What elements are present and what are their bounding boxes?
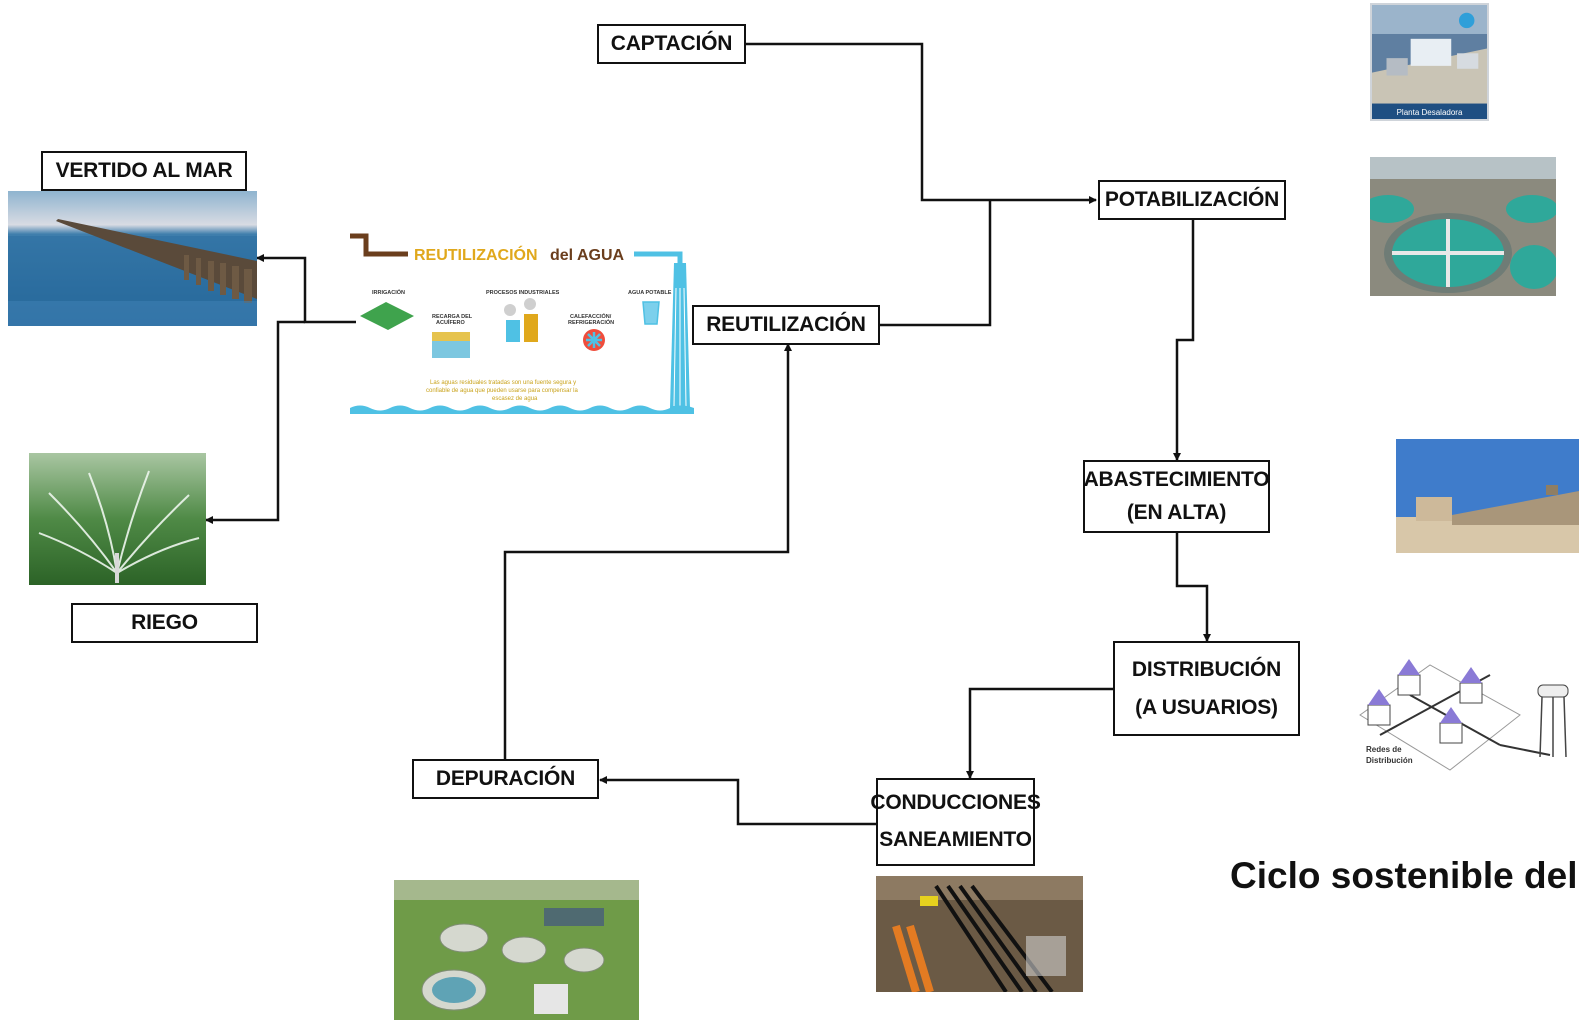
- label-agua-potable: AGUA POTABLE: [628, 290, 672, 296]
- arrow-reutilizacion-vertido: [256, 254, 356, 324]
- irrigation-photo: [29, 453, 206, 585]
- sea-photo: [8, 191, 257, 326]
- heating-cooling-icon: [583, 329, 605, 351]
- arrow-reutilizacion-potabilizacion: [880, 200, 992, 327]
- node-vertido: VERTIDO AL MAR: [41, 151, 247, 191]
- node-abastecimiento: ABASTECIMIENTO (EN ALTA): [1083, 460, 1270, 533]
- label-procesos: PROCESOS INDUSTRIALES: [486, 290, 560, 296]
- label-recarga-2: ACUÍFERO: [436, 318, 465, 326]
- node-distribucion: DISTRIBUCIÓN (A USUARIOS): [1113, 641, 1300, 736]
- water-reuse-infographic: REUTILIZACIÓN del AGUA IRRIGACIÓN PROCES…: [348, 228, 698, 418]
- node-conducciones: CONDUCCIONES SANEAMIENTO: [870, 778, 1041, 866]
- wastewater-plant-photo: [394, 880, 639, 1020]
- label-calefaccion-1: CALEFACCIÓN/: [570, 312, 612, 320]
- arrow-potabilizacion-abastecimiento: [1173, 219, 1195, 461]
- page-title: Ciclo sostenible del: [1230, 855, 1578, 896]
- distribution-network-sketch: Redes de Distribución: [1350, 645, 1579, 775]
- node-reutilizacion: REUTILIZACIÓN: [692, 305, 880, 345]
- node-potabilizacion: POTABILIZACIÓN: [1098, 180, 1286, 220]
- infographic-title-2: del AGUA: [550, 247, 625, 264]
- infographic-title-1: REUTILIZACIÓN: [414, 245, 538, 264]
- arrow-abastecimiento-distribucion: [1175, 533, 1211, 642]
- label-irrigacion: IRRIGACIÓN: [372, 288, 405, 296]
- glass-icon: [642, 301, 660, 325]
- treatment-plant-photo: [1370, 157, 1556, 296]
- caption-line-2: confiable de agua que pueden usarse para…: [426, 388, 578, 394]
- node-abastecimiento-line2: (EN ALTA): [1126, 500, 1227, 524]
- node-distribucion-line1: DISTRIBUCIÓN: [1131, 657, 1282, 681]
- label-recarga-1: RECARGA DEL: [432, 314, 473, 320]
- node-depuracion-label: DEPURACIÓN: [435, 766, 576, 790]
- node-conducciones-line1: CONDUCCIONES: [870, 791, 1041, 815]
- caption-line-3: escasez de agua: [492, 396, 538, 402]
- node-distribucion-line2: (A USUARIOS): [1135, 695, 1278, 719]
- label-calefaccion-2: REFRIGERACIÓN: [568, 318, 614, 326]
- arrow-conducciones-depuracion: [599, 776, 876, 826]
- node-reutilizacion-label: REUTILIZACIÓN: [706, 312, 866, 336]
- desalination-caption: Planta Desaladora: [1396, 108, 1463, 117]
- node-depuracion: DEPURACIÓN: [412, 759, 599, 799]
- sewage-pipes-photo: [876, 876, 1083, 992]
- caption-line-1: Las aguas residuales tratadas son una fu…: [430, 380, 576, 386]
- field-icon: [360, 302, 414, 330]
- factory-icon: [506, 320, 520, 342]
- node-conducciones-line2: SANEAMIENTO: [879, 828, 1032, 851]
- node-vertido-label: VERTIDO AL MAR: [55, 158, 233, 182]
- node-captacion-label: CAPTACIÓN: [610, 31, 733, 55]
- node-riego-label: RIEGO: [131, 610, 198, 634]
- reservoir-photo: [1396, 439, 1579, 553]
- node-abastecimiento-line1: ABASTECIMIENTO: [1083, 467, 1270, 491]
- desalination-plant-photo: Planta Desaladora: [1370, 3, 1489, 121]
- node-riego: RIEGO: [71, 603, 258, 643]
- node-potabilizacion-label: POTABILIZACIÓN: [1104, 187, 1280, 211]
- arrow-depuracion-reutilizacion: [503, 343, 792, 760]
- arrow-distribucion-conducciones: [966, 687, 1113, 779]
- aquifer-icon: [432, 340, 470, 358]
- redes-caption-2: Distribución: [1366, 756, 1413, 765]
- node-captacion: CAPTACIÓN: [597, 24, 746, 64]
- redes-caption-1: Redes de: [1366, 745, 1402, 754]
- arrow-reutilizacion-riego: [205, 320, 305, 524]
- arrow-captacion-potabilizacion: [746, 42, 1097, 204]
